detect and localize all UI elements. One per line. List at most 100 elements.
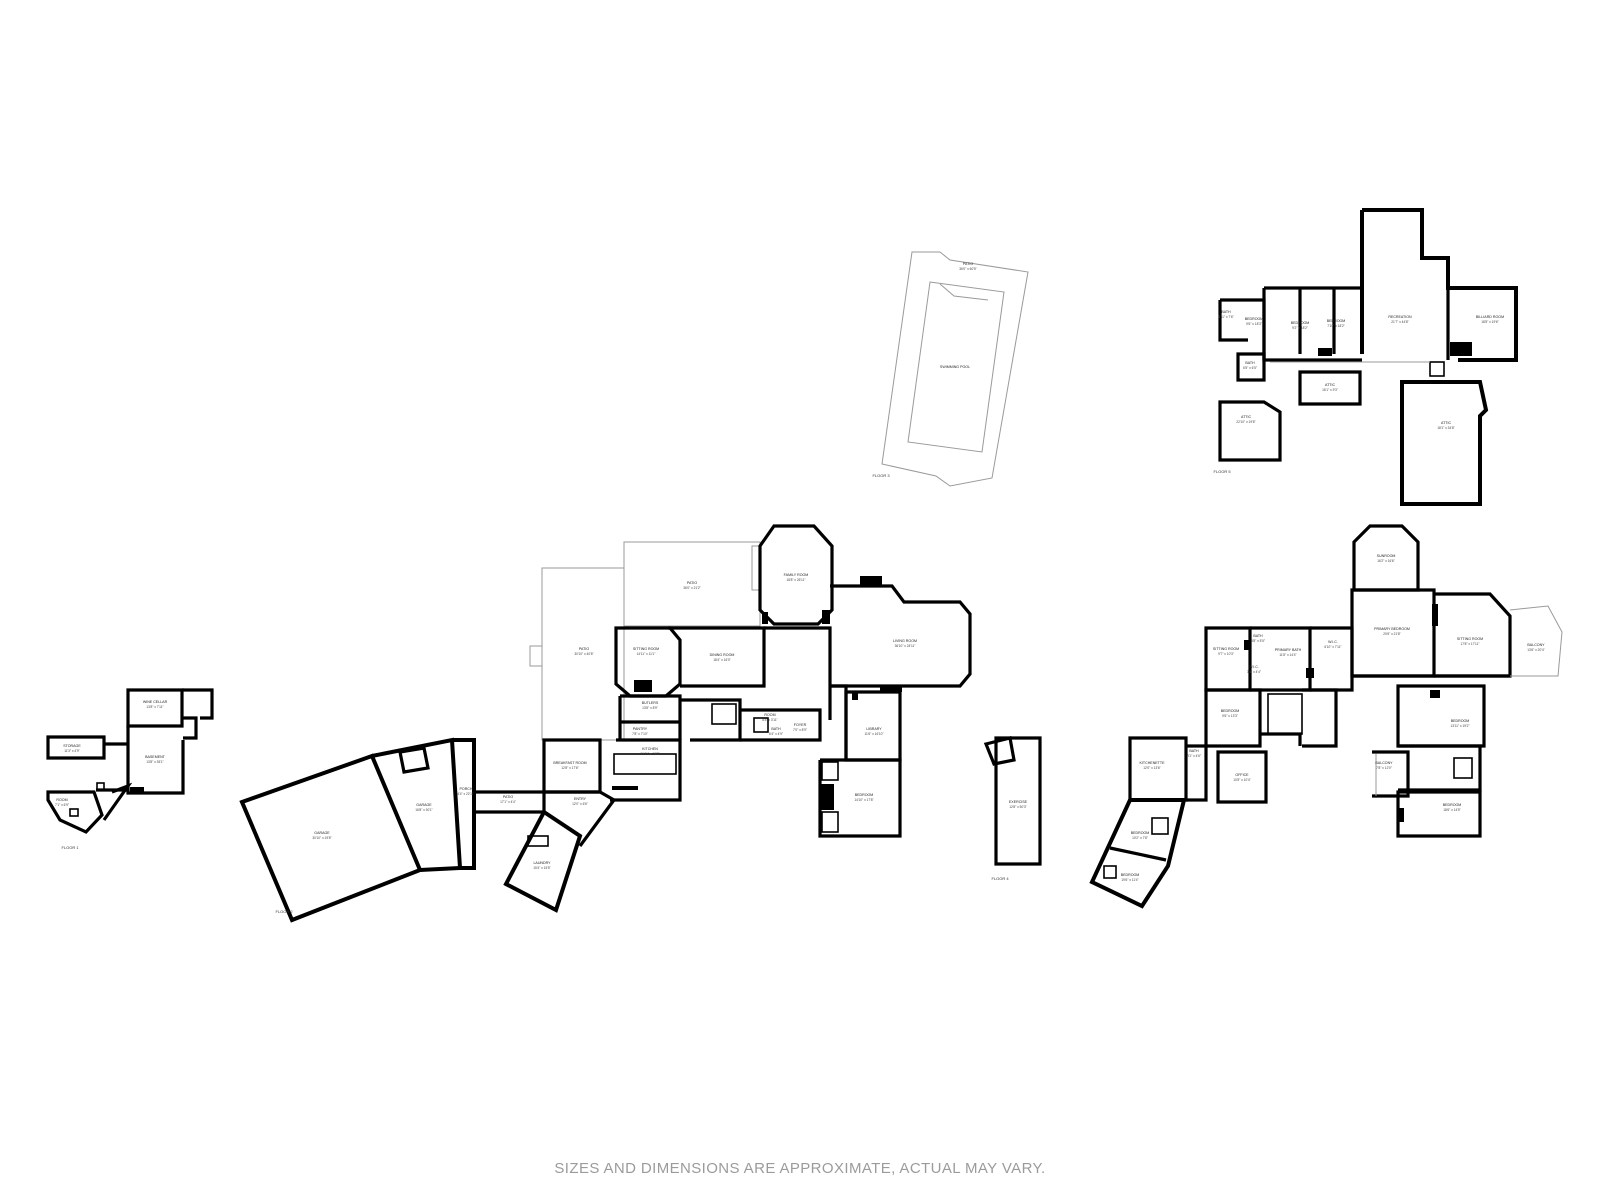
room-name: SUNROOM [1377,554,1396,558]
room-name: W.I.C. [1328,640,1338,644]
room-dims: 17'1" x 4'4" [500,800,516,804]
room-dims: 36'0" x 60'5" [959,267,976,271]
room-name: KITCHENETTE [1140,761,1166,765]
room-name: GARAGE [416,803,432,807]
room-dims: 3'8" x 5'5" [1251,639,1265,643]
floor-5-plan: RECREATION 21'7" x 44'8" BILLIARD ROOM 1… [1213,208,1518,506]
room-dims: 16'8" x 30'1" [415,808,432,812]
room-name: W.I.C. [1249,665,1259,669]
room-name: BEDROOM [1131,831,1150,835]
floor-label: FLOOR 3 [872,473,890,478]
room-dims: 13'11" x 19'2" [1450,724,1469,728]
room-dims: 13'8" x 7'11" [146,705,163,709]
room-name: BATH [1245,361,1255,365]
room-dims: 16'1" x 9'3" [1322,388,1338,392]
room-dims: 6'4" x 4'9" [769,732,783,736]
disclaimer-text: SIZES AND DIMENSIONS ARE APPROXIMATE, AC… [554,1160,1046,1177]
room-name: BALCONY [1375,761,1393,765]
room-name: BATH [1253,634,1263,638]
room-dims: 7'10" x 18'2" [1327,324,1344,328]
room-dims: 13'8" x 35'1" [146,760,163,764]
room-name: PATIO [963,262,973,266]
room-name: STORAGE [63,744,81,748]
room-name: SWIMMING POOL [940,365,970,369]
floor-2-plan: PATIO 36'0" x 21'2" FAMILY ROOM 18'8" x … [239,524,972,923]
room-name: EXERCISE [1009,800,1028,804]
room-name: KITCHEN [642,747,658,751]
room-name: BEDROOM [1245,317,1264,321]
room-dims: 18'4" x 16'0" [713,658,730,662]
room-name: BATH [1221,310,1231,314]
room-name: SITTING ROOM [633,647,659,651]
room-dims: 16'2" x 16'6" [1377,559,1394,563]
room-name: BATH [771,727,781,731]
room-name: ROOM [764,713,775,717]
room-name: PANTRY [633,727,648,731]
floor-1-plan: WINE CELLAR 13'8" x 7'11" STORAGE 11'3" … [46,688,214,850]
floor-3-plan: PATIO 36'0" x 60'5" SWIMMING POOL FLOOR … [872,251,1029,487]
room-dims: 18'5" x 19'6" [1481,320,1498,324]
room-dims: 30'10" x 19'8" [312,836,331,840]
room-dims: 9'2" x 18'2" [1292,326,1308,330]
room-name: PATIO [503,795,513,799]
room-name: BEDROOM [1443,803,1462,807]
room-name: WINE CELLAR [143,700,168,704]
room-dims: 9'7" x 10'3" [1218,652,1234,656]
room-name: LAUNDRY [533,861,551,865]
room-name: DINING ROOM [710,653,735,657]
room-dims: 11'6" x 16'10" [864,732,883,736]
room-dims: 13'8" x 8'9" [642,706,658,710]
room-dims: 14'11" x 11'1" [637,652,656,656]
floor-label: FLOOR 5 [1213,469,1231,474]
room-name: BEDROOM [1121,873,1140,877]
room-dims: 12'0" x 13'6" [1143,766,1160,770]
room-dims: 6'5" x 6'5" [1243,366,1257,370]
room-name: SITTING ROOM [1457,637,1483,641]
room-dims: 7'1" x 6'9" [55,803,69,807]
room-dims: 10'2" x 7'8" [1132,836,1148,840]
room-dims: 21'7" x 44'8" [1391,320,1408,324]
room-dims: 11'3" x 4'9" [64,749,79,753]
room-dims: 12'0" x 6'6" [572,802,588,806]
room-name: ATTIC [1441,421,1452,425]
room-name: FOYER [794,723,807,727]
room-name: BASEMENT [145,755,166,759]
floor-4-plan: EXERCISE 12'8" x 50'3" FLOOR 4 [983,524,1563,909]
room-dims: 8'8" x 3'11" [762,718,777,722]
floor-label: FLOOR 4 [991,876,1009,881]
room-dims: 3'4" x 4'4" [1247,670,1261,674]
floor-label: FLOOR 1 [61,845,79,850]
room-dims: 4'4" x 22'11" [457,792,474,796]
room-dims: 8'1" x 4'6" [1187,754,1201,758]
room-dims: 36'0" x 21'2" [683,586,700,590]
room-name: GARAGE [314,831,330,835]
room-name: LIBRARY [866,727,882,731]
room-dims: 7'8" x 7'10" [632,732,648,736]
room-name: ENTRY [574,797,587,801]
room-name: ROOM [56,798,67,802]
room-name: BREAKFAST ROOM [553,761,586,765]
room-dims: 17'8" x 17'11" [1460,642,1479,646]
room-name: PATIO [687,581,697,585]
room-dims: 30'10" x 40'8" [574,652,593,656]
room-name: PRIMARY BEDROOM [1374,627,1410,631]
room-name: BEDROOM [1221,709,1240,713]
room-dims: 20'6" x 21'8" [1383,632,1400,636]
floor-label: FLOOR 2 [275,909,293,914]
room-dims: 5'11" x 7'6" [1218,315,1233,319]
room-dims: 6'10" x 7'11" [1324,645,1341,649]
room-name: BEDROOM [1327,319,1346,323]
room-dims: 18'1" x 34'8" [1437,426,1454,430]
room-name: ATTIC [1325,383,1336,387]
room-dims: 11'8" x 14'4" [1279,653,1296,657]
room-dims: 15'4" x 15'5" [533,866,550,870]
room-name: FAMILY ROOM [784,573,809,577]
room-dims: 14'10" x 17'8" [854,798,873,802]
room-dims: 7'0" x 8'9" [793,728,807,732]
room-name: BATH [1189,749,1199,753]
room-dims: 12'8" x 50'3" [1009,805,1026,809]
room-dims: 19'6" x 11'4" [1121,878,1138,882]
room-name: LIVING ROOM [893,639,917,643]
room-dims: 7'8" x 12'0" [1376,766,1392,770]
